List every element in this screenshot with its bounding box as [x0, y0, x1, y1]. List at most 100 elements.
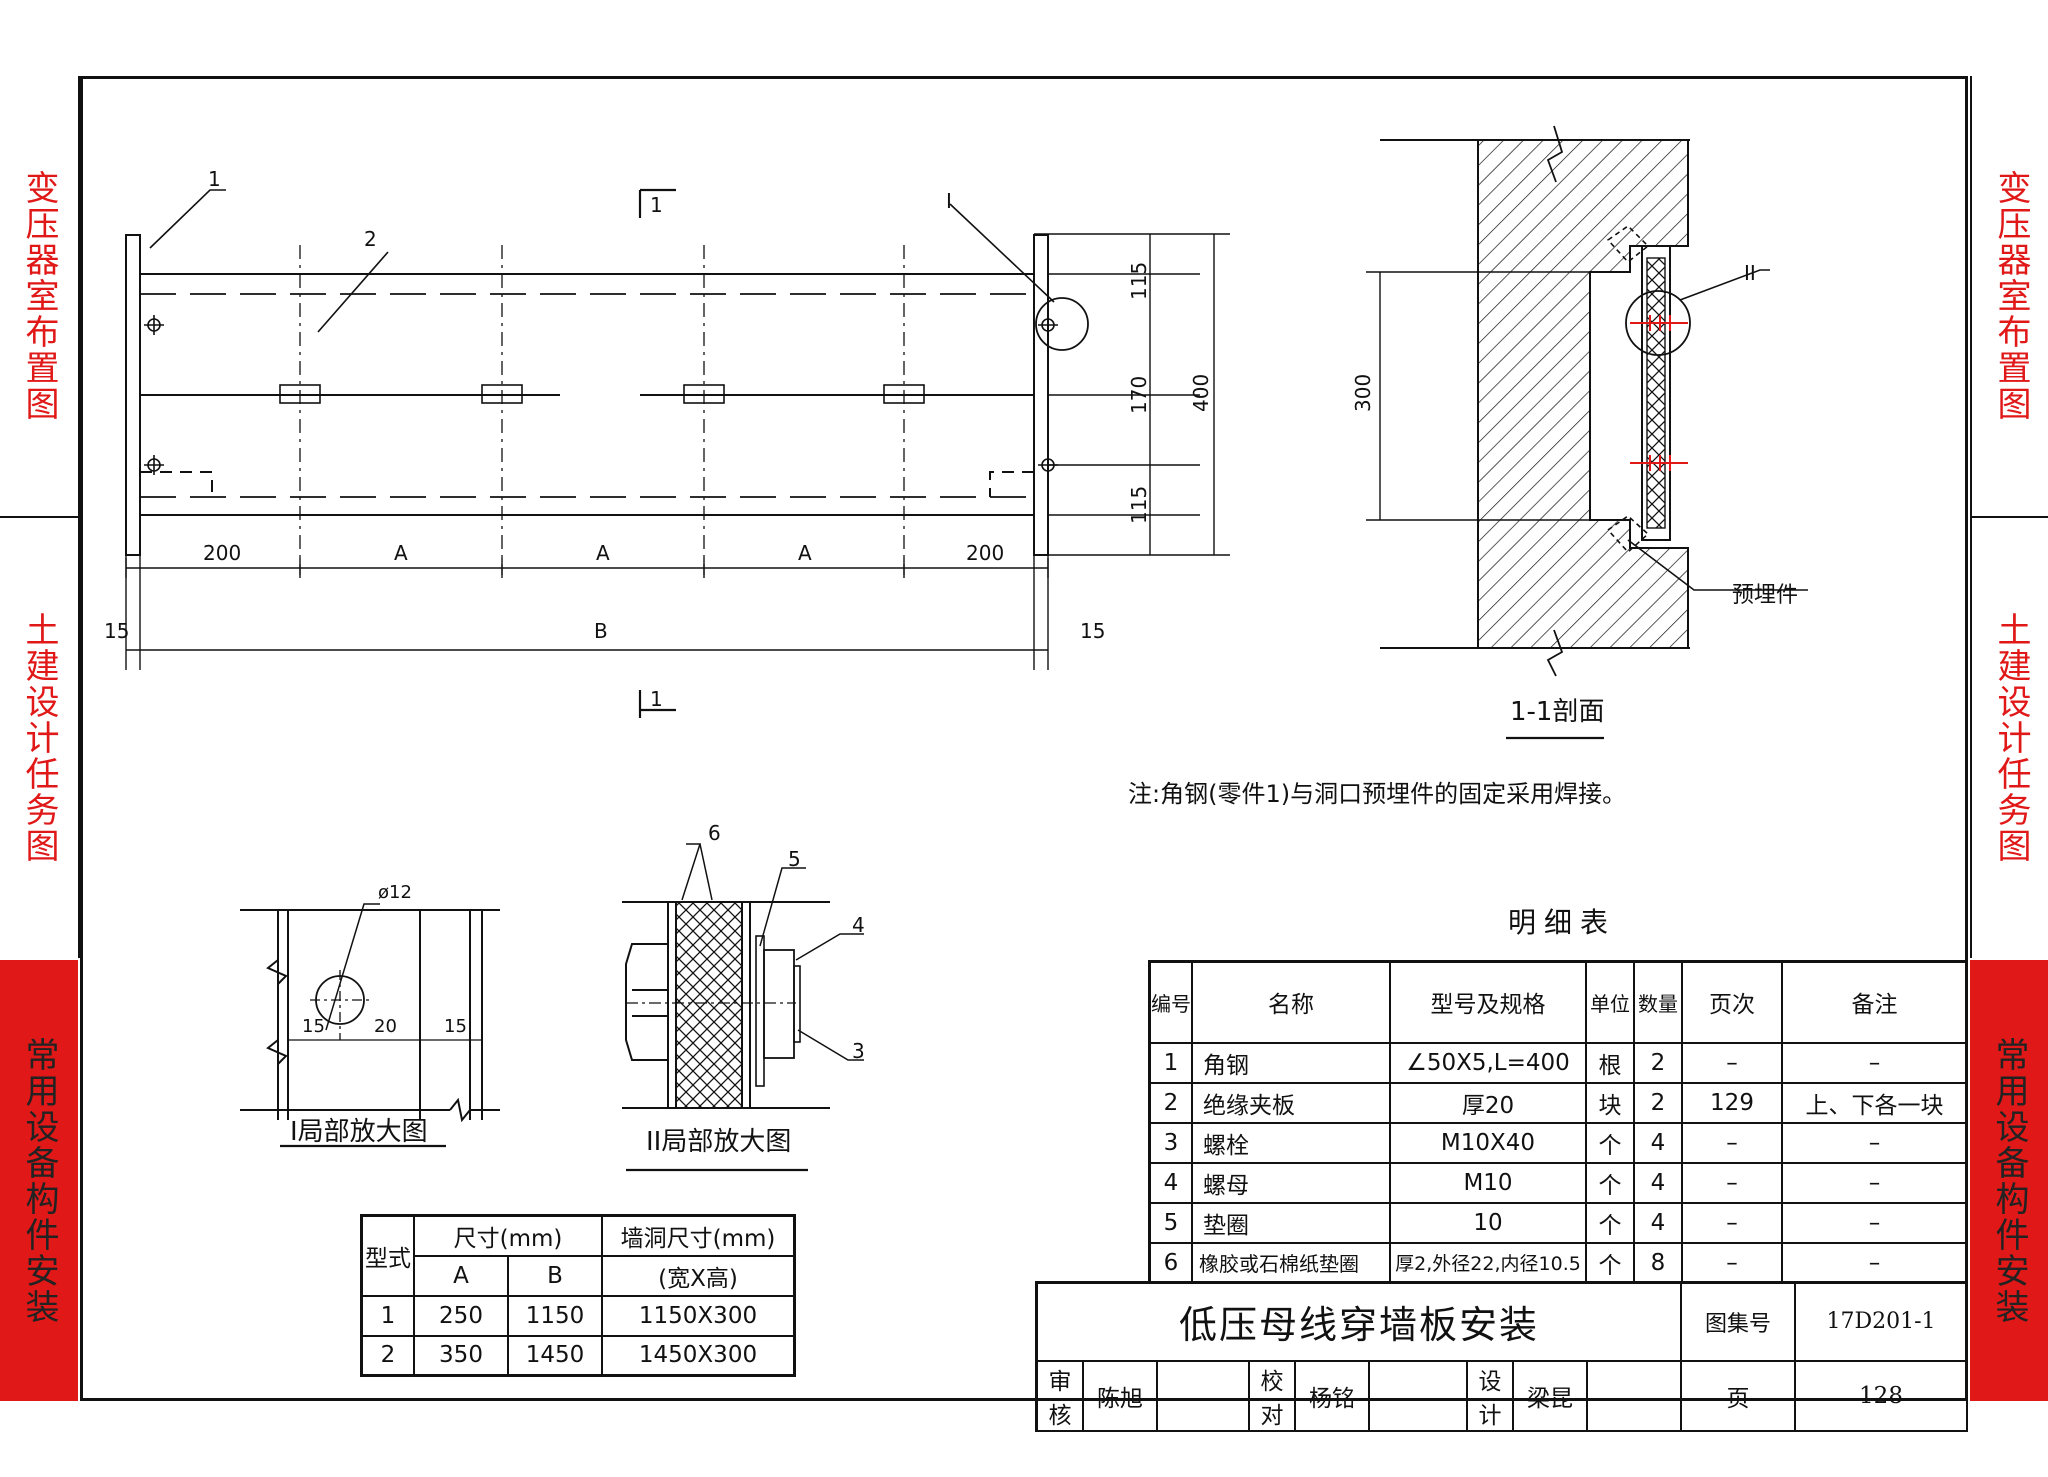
checker-signature: [1368, 1359, 1468, 1432]
dim-300: 300: [1351, 374, 1375, 412]
left-tab-label: 常用设备构件安装: [19, 1036, 59, 1325]
table-cell: –: [1681, 1121, 1783, 1164]
dia-label: ø12: [378, 882, 412, 903]
detail-ii: [622, 843, 864, 1172]
table-cell: M10X40: [1389, 1121, 1587, 1164]
table-row: 2 绝缘夹板 厚20 块 2 129 上、下各一块: [1148, 1081, 1968, 1124]
table-cell: 2: [1633, 1041, 1683, 1084]
reviewer-name: 陈旭: [1082, 1359, 1158, 1432]
dim-label: A: [596, 541, 610, 565]
bom-header: 名称: [1191, 960, 1391, 1044]
table-row: 5 垫圈 10 个 4 – –: [1148, 1201, 1968, 1244]
left-tab-civil-design[interactable]: 土建设计任务图: [0, 518, 80, 958]
right-tab-civil-design[interactable]: 土建设计任务图: [1970, 518, 2048, 958]
table-cell: M10: [1389, 1161, 1587, 1204]
table-cell: 个: [1585, 1201, 1635, 1244]
table-cell: 上、下各一块: [1781, 1081, 1968, 1124]
table-cell: 2: [360, 1334, 415, 1377]
dim-label: A: [798, 541, 812, 565]
size-table-header-hole-sub: (宽X高): [601, 1254, 796, 1297]
bom-header: 型号及规格: [1389, 960, 1587, 1044]
table-row: 4 螺母 M10 个 4 – –: [1148, 1161, 1968, 1204]
left-tab-transformer-room[interactable]: 变压器室布置图: [0, 76, 80, 518]
part-label: 1: [208, 167, 221, 191]
table-cell: 2: [1633, 1081, 1683, 1124]
bom-header: 页次: [1681, 960, 1783, 1044]
checker-name: 杨铭: [1294, 1359, 1370, 1432]
size-table-header-a: A: [413, 1254, 509, 1297]
table-cell: 个: [1585, 1161, 1635, 1204]
dim-right: 115: [1127, 262, 1151, 300]
table-cell: –: [1781, 1201, 1968, 1244]
detail-i-caption: I局部放大图: [290, 1117, 428, 1147]
table-cell: 角钢: [1191, 1041, 1391, 1084]
dim-label: 15: [302, 1016, 325, 1037]
dim-label: 15: [444, 1016, 467, 1037]
bom-header: 编号: [1148, 960, 1193, 1044]
main-view: [125, 188, 1230, 718]
review-label: 审核: [1035, 1359, 1084, 1432]
detail-label: I: [946, 189, 952, 213]
table-cell: 螺母: [1191, 1161, 1391, 1204]
right-tab-label: 常用设备构件安装: [1989, 1036, 2029, 1325]
title-block: 低压母线穿墙板安装 图集号 17D201-1 审核 陈旭 校对 杨铭 设计 梁昆…: [1035, 1281, 1968, 1432]
table-cell: 根: [1585, 1041, 1635, 1084]
table-cell: 8: [1633, 1241, 1683, 1284]
angle-hidden-left: [140, 471, 213, 497]
left-tab-label: 变压器室布置图: [19, 170, 59, 422]
detail-i: [240, 903, 500, 1148]
dim-label: 200: [203, 541, 241, 565]
section-mark-bottom: 1: [650, 687, 663, 711]
page-number: 128: [1794, 1359, 1968, 1432]
table-cell: 4: [1633, 1121, 1683, 1164]
drawing-frame: [80, 76, 1968, 1401]
dimension-lines: [125, 233, 1230, 670]
section-view-text: 300 II 预埋件 1-1剖面: [1351, 261, 1798, 727]
leader-ii: [1679, 269, 1770, 301]
size-table-header-hole: 墙洞尺寸(mm): [601, 1214, 796, 1257]
leader-i: [949, 203, 1055, 303]
table-cell: 块: [1585, 1081, 1635, 1124]
dim-edge-left: 15: [104, 619, 129, 643]
table-row: 3 螺栓 M10X40 个 4 – –: [1148, 1121, 1968, 1164]
size-table-header-b: B: [507, 1254, 603, 1297]
table-cell: –: [1781, 1241, 1968, 1284]
bom-title: 明细表: [1508, 906, 1616, 939]
left-tab-equipment-install[interactable]: 常用设备构件安装: [0, 960, 78, 1401]
part-label: 3: [852, 1039, 865, 1063]
right-angle-steel: [1033, 234, 1049, 556]
table-cell: –: [1781, 1161, 1968, 1204]
page-label: 页: [1680, 1359, 1796, 1432]
table-cell: 厚2,外径22,内径10.5: [1389, 1241, 1587, 1284]
part-label: 5: [788, 847, 801, 871]
table-cell: 1: [360, 1294, 415, 1337]
section-marks: [638, 188, 676, 718]
table-cell: 2: [1148, 1081, 1193, 1124]
table-cell: –: [1681, 1201, 1783, 1244]
dim-edge-right: 15: [1080, 619, 1105, 643]
table-cell: 个: [1585, 1121, 1635, 1164]
table-row: 1 250 1150 1150X300: [360, 1294, 796, 1337]
detail-ii-text: 6 5 4 3 II局部放大图: [646, 821, 865, 1157]
table-cell: –: [1681, 1161, 1783, 1204]
table-cell: 垫圈: [1191, 1201, 1391, 1244]
section-mark-top: 1: [650, 193, 663, 217]
bom-header: 数量: [1633, 960, 1683, 1044]
detail-i-text: ø12 15 20 15 I局部放大图: [290, 882, 467, 1147]
table-cell: 1450X300: [601, 1334, 796, 1377]
atlas-label: 图集号: [1680, 1281, 1796, 1362]
size-table: 型式 尺寸(mm) 墙洞尺寸(mm) A B (宽X高) 1 250 1150 …: [360, 1214, 796, 1377]
bolt-holes: [144, 315, 1058, 475]
right-tab-equipment-install[interactable]: 常用设备构件安装: [1970, 960, 2048, 1401]
left-tab-label: 土建设计任务图: [19, 612, 59, 864]
table-cell: 350: [413, 1334, 509, 1377]
table-cell: 5: [1148, 1201, 1193, 1244]
right-tab-transformer-room[interactable]: 变压器室布置图: [1970, 76, 2048, 518]
center-lines: [299, 245, 905, 575]
insulating-plate: [1646, 257, 1666, 529]
break-mark: [1546, 629, 1564, 677]
detail-ii-label: II: [1744, 261, 1756, 285]
part-label: 6: [708, 821, 721, 845]
detail-ii-circle: [1625, 290, 1691, 356]
section-caption: 1-1剖面: [1510, 697, 1604, 727]
